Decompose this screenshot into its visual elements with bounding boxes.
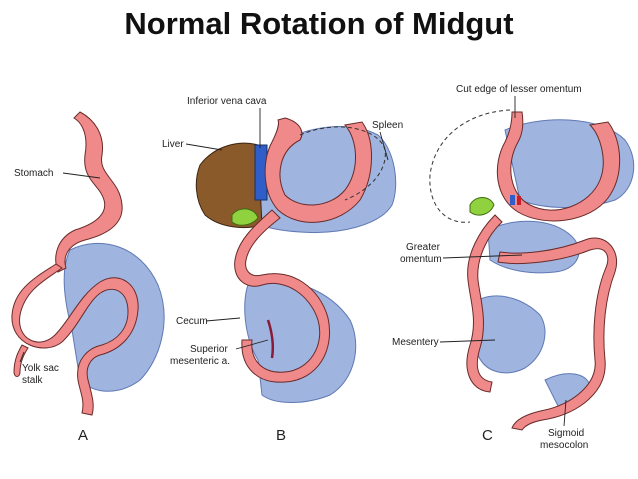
leader-spleen (379, 131, 389, 161)
panel-c: Cut edge of lesser omentum Greater oment… (392, 84, 635, 451)
label-sma-line1: Superior (190, 344, 228, 355)
label-lesser-omentum: Cut edge of lesser omentum (456, 84, 582, 95)
panel-c-vessel-red (517, 196, 521, 205)
panel-a-intestine (11, 263, 139, 416)
diagram-title: Normal Rotation of Midgut (124, 6, 514, 41)
panel-c-dashed-outline (429, 109, 511, 223)
leader-sma (235, 339, 269, 350)
label-sigmoid-line1: Sigmoid (548, 428, 584, 439)
label-sigmoid-line2: mesocolon (540, 440, 588, 451)
panel-b-liver (195, 142, 263, 228)
label-ivc: Inferior vena cava (187, 96, 267, 107)
label-sma-line2: mesenteric a. (170, 356, 230, 367)
panel-c-stomach (496, 111, 621, 222)
label-greater-omentum-line1: Greater (406, 242, 441, 253)
panel-a-yolk-sac-stalk (13, 344, 29, 377)
panel-c-vessel-blue (510, 195, 515, 205)
label-spleen: Spleen (372, 120, 403, 131)
panel-b-superior-mesenteric-artery (266, 319, 275, 359)
panel-b-gallbladder (231, 208, 259, 226)
label-yolk-sac-line2: stalk (22, 375, 44, 386)
label-mesentery: Mesentery (392, 337, 439, 348)
panel-a: Stomach Yolk sac stalk A (11, 111, 165, 444)
leader-sigmoid (563, 399, 567, 427)
leader-stomach (62, 172, 101, 179)
label-greater-omentum-line2: omentum (400, 254, 442, 265)
panel-b-stomach (264, 117, 372, 223)
label-cecum: Cecum (176, 316, 208, 327)
leader-yolk-sac (19, 351, 25, 363)
leader-liver (185, 143, 223, 151)
panel-b: Inferior vena cava Liver Spleen Cecum Su… (162, 96, 403, 444)
leader-mesentery (439, 339, 496, 343)
leader-cecum (205, 317, 241, 322)
panel-b-lower-mesentery (244, 278, 357, 403)
panel-a-stomach (55, 111, 123, 273)
panel-b-letter: B (276, 427, 286, 444)
panel-c-intestine (466, 214, 617, 431)
panel-c-letter: C (482, 427, 493, 444)
label-yolk-sac-line1: Yolk sac (22, 363, 59, 374)
label-stomach: Stomach (14, 168, 53, 179)
panel-a-letter: A (78, 427, 88, 444)
panel-c-mesentery (477, 295, 546, 374)
panel-c-gallbladder (469, 197, 495, 216)
label-liver: Liver (162, 139, 184, 150)
leader-greater-omentum (442, 254, 523, 259)
panel-b-intestine (234, 209, 330, 383)
